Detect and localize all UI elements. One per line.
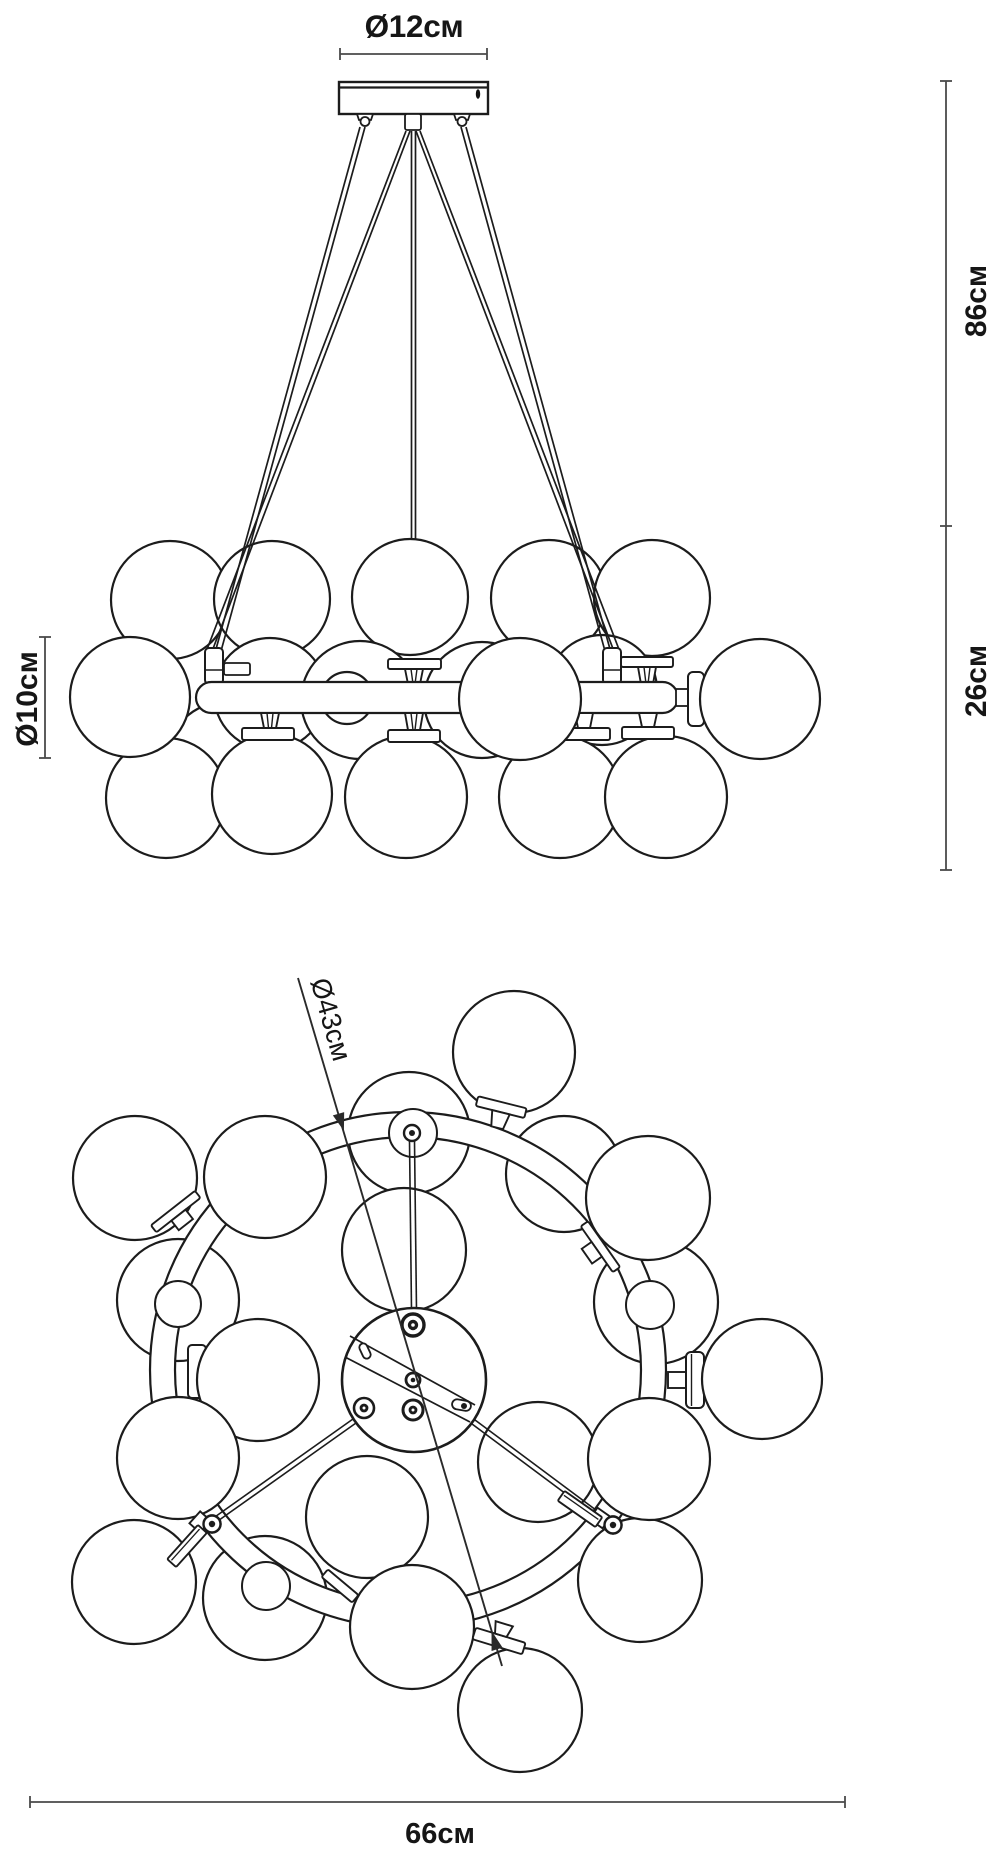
- svg-text:Ø10см: Ø10см: [11, 651, 44, 747]
- svg-text:66см: 66см: [405, 1818, 475, 1850]
- svg-text:Ø12см: Ø12см: [365, 8, 464, 44]
- svg-text:26см: 26см: [960, 645, 993, 717]
- svg-text:86см: 86см: [960, 265, 993, 337]
